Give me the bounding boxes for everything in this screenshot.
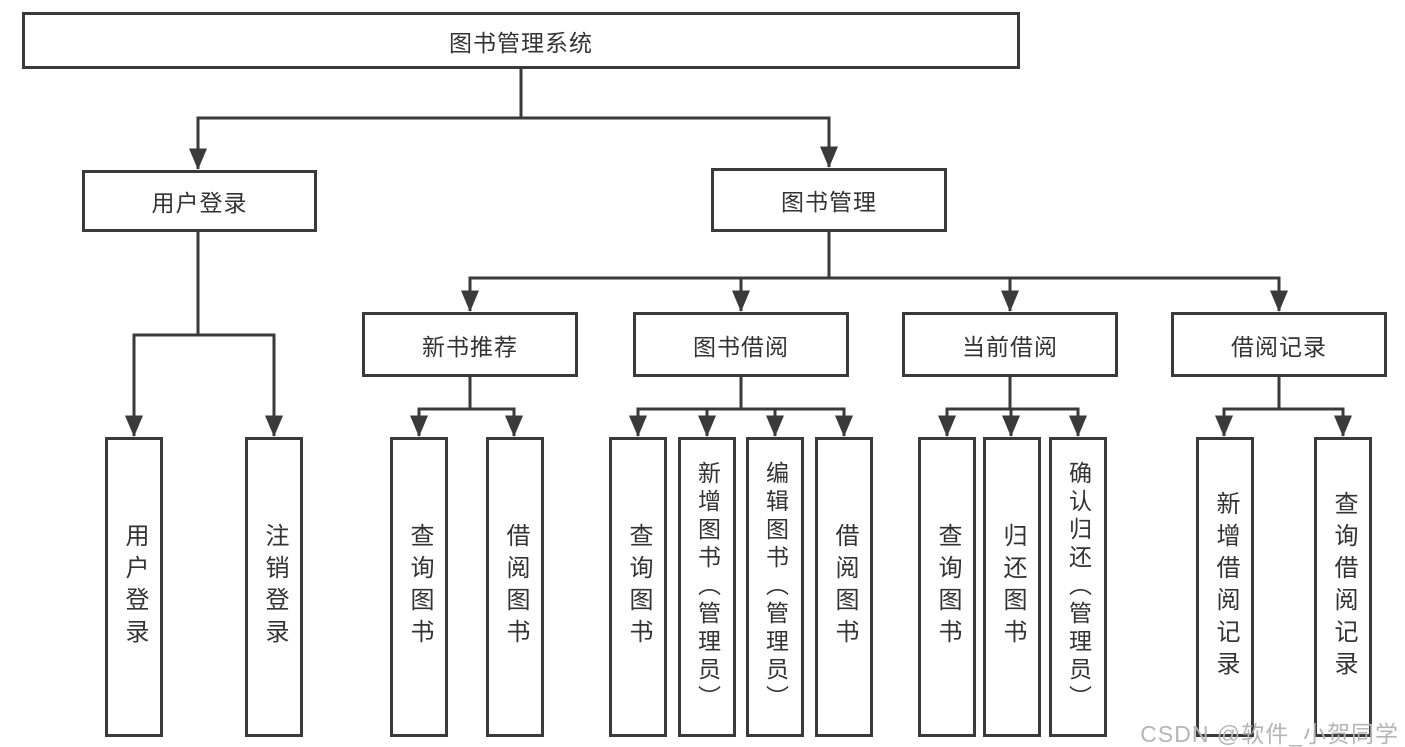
leaf-user-login: 用户登录 xyxy=(105,437,163,737)
leaf-add-borrow-record-label: 新增借阅记录 xyxy=(1212,491,1239,683)
node-user-login: 用户登录 xyxy=(82,170,317,232)
leaf-logout: 注销登录 xyxy=(245,437,303,737)
connector-newbook-to-leaves xyxy=(417,377,516,411)
leaf-query-borrow-record-label: 查询借阅记录 xyxy=(1330,491,1357,683)
leaf-confirm-return-admin-label: 确认归还（管理员） xyxy=(1065,461,1092,713)
connector-login-to-leaves xyxy=(132,232,276,337)
leaf-query-books-borrow-label: 查询图书 xyxy=(625,523,652,651)
leaf-return-book-label: 归还图书 xyxy=(999,523,1026,651)
leaf-query-books-recommend-label: 查询图书 xyxy=(406,523,433,651)
connector-records-to-leaves xyxy=(1222,377,1345,411)
leaf-user-login-label: 用户登录 xyxy=(121,523,148,651)
leaf-query-books-recommend: 查询图书 xyxy=(390,437,448,737)
leaf-borrow-books: 借阅图书 xyxy=(815,437,873,737)
leaf-add-book-admin: 新增图书（管理员） xyxy=(678,437,736,737)
node-borrow-records: 借阅记录 xyxy=(1171,312,1387,377)
node-library-management-system: 图书管理系统 xyxy=(22,12,1020,69)
leaf-logout-label: 注销登录 xyxy=(261,523,288,651)
connector-manage-to-level3 xyxy=(468,232,1281,280)
leaf-borrow-books-label: 借阅图书 xyxy=(831,523,858,651)
connector-root-to-level2 xyxy=(196,68,831,120)
leaf-query-books-current: 查询图书 xyxy=(918,437,976,737)
leaf-edit-book-admin-label: 编辑图书（管理员） xyxy=(762,461,789,713)
leaf-return-book: 归还图书 xyxy=(983,437,1041,737)
leaf-add-book-admin-label: 新增图书（管理员） xyxy=(694,461,721,713)
node-current-borrow: 当前借阅 xyxy=(902,312,1118,377)
leaf-query-borrow-record: 查询借阅记录 xyxy=(1314,437,1372,737)
node-new-book-recommend: 新书推荐 xyxy=(362,312,578,377)
leaf-add-borrow-record: 新增借阅记录 xyxy=(1196,437,1254,737)
leaf-query-books-borrow: 查询图书 xyxy=(609,437,667,737)
connector-bookborrow-to-leaves xyxy=(636,377,846,411)
leaf-query-books-current-label: 查询图书 xyxy=(934,523,961,651)
node-book-borrow: 图书借阅 xyxy=(633,312,849,377)
leaf-borrow-books-recommend-label: 借阅图书 xyxy=(502,523,529,651)
leaf-borrow-books-recommend: 借阅图书 xyxy=(486,437,544,737)
leaf-edit-book-admin: 编辑图书（管理员） xyxy=(746,437,804,737)
node-book-management: 图书管理 xyxy=(711,168,947,232)
connector-currentborrow-to-leaves xyxy=(945,377,1080,411)
leaf-confirm-return-admin: 确认归还（管理员） xyxy=(1049,437,1107,737)
